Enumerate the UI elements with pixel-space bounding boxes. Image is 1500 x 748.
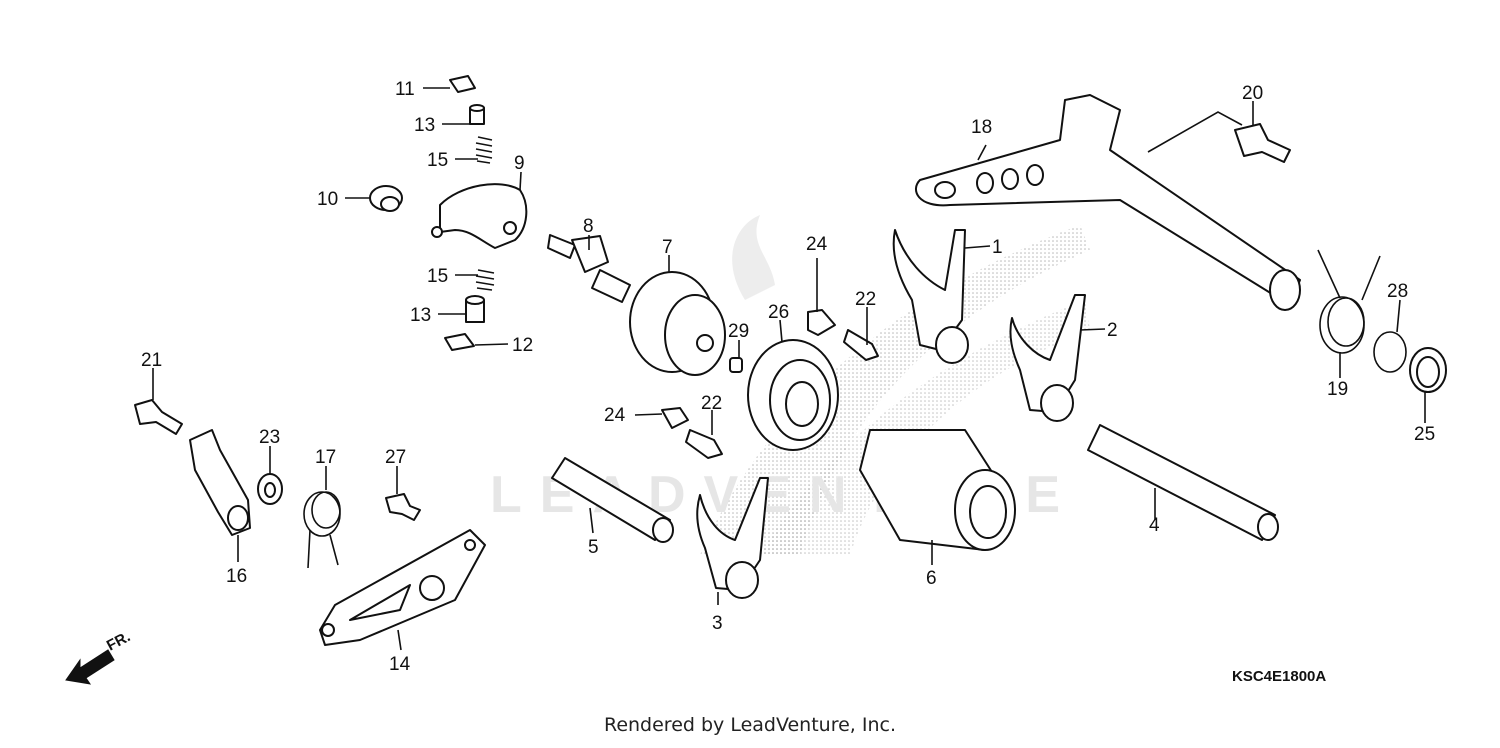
callout-22-upper: 22: [855, 289, 876, 310]
callout-20: 20: [1242, 83, 1263, 104]
part-3-shift-fork: [696, 477, 769, 599]
part-15-spring-lower: [475, 269, 495, 291]
part-25-washer: [1409, 347, 1447, 393]
callout-24-upper: 24: [806, 234, 828, 255]
diagram-code: KSC4E1800A: [1232, 668, 1326, 685]
part-23-washer: [257, 473, 283, 505]
callout-8: 8: [583, 216, 594, 237]
callout-21: 21: [141, 350, 162, 371]
part-26-bearing: [747, 339, 839, 451]
callout-19: 19: [1327, 379, 1348, 400]
part-28-collar: [1373, 331, 1407, 373]
callout-26: 26: [768, 302, 789, 323]
part-18-gearshift-spindle: [915, 94, 1301, 311]
callout-24-lower: 24: [604, 405, 626, 426]
part-24-plate-upper: [807, 309, 836, 336]
part-19-return-spring: [1317, 249, 1381, 354]
callout-labels: 1 2 3 4 5 6 7 8 9 10 11 12 13 13 14 15 1…: [141, 79, 1435, 675]
callout-13-upper: 13: [414, 115, 435, 136]
part-1-shift-fork: [892, 229, 969, 364]
callout-2: 2: [1107, 320, 1118, 341]
callout-28: 28: [1387, 281, 1408, 302]
part-4-rod: [1087, 424, 1279, 541]
part-27-bolt: [385, 493, 421, 521]
part-24-plate-lower: [661, 407, 689, 429]
part-2-shift-fork: [1009, 294, 1086, 422]
callout-25: 25: [1414, 424, 1435, 445]
arrow-left-down-icon: [65, 649, 115, 685]
part-20-bolt: [1234, 123, 1291, 163]
callout-6: 6: [926, 568, 937, 589]
part-10-bushing: [369, 185, 403, 212]
callout-9: 9: [514, 153, 525, 174]
callout-16: 16: [226, 566, 247, 587]
front-direction-arrow: FR.: [65, 628, 133, 685]
part-21-bolt: [134, 399, 183, 435]
part-13-pin-lower: [465, 295, 485, 323]
callout-13-lower: 13: [410, 305, 431, 326]
callout-22-lower: 22: [701, 393, 722, 414]
callout-18: 18: [971, 117, 992, 138]
callout-27: 27: [385, 447, 406, 468]
callout-29: 29: [728, 321, 749, 342]
part-29-pin: [729, 357, 743, 373]
part-13-pin-upper: [469, 104, 485, 125]
honda-wing-watermark-icon: [700, 225, 1090, 555]
part-9-stopper-arm: [431, 183, 528, 249]
part-8-bolt: [547, 234, 631, 303]
part-16-stopper-arm: [189, 429, 251, 536]
callout-17: 17: [315, 447, 336, 468]
part-5-rod: [551, 457, 674, 543]
part-22-bolt-upper: [843, 329, 879, 361]
part-7-drum-center: [629, 271, 726, 376]
callout-4: 4: [1149, 515, 1160, 536]
callout-15-upper: 15: [427, 150, 448, 171]
callout-1: 1: [992, 237, 1003, 258]
callout-14: 14: [389, 654, 411, 675]
part-17-spring: [303, 491, 341, 569]
callout-12: 12: [512, 335, 533, 356]
leader-lines: [152, 87, 1426, 651]
part-12-cap: [444, 333, 475, 351]
part-14-stopper-plate: [319, 529, 486, 646]
callout-3: 3: [712, 613, 723, 634]
callout-23: 23: [259, 427, 280, 448]
callout-11: 11: [395, 79, 415, 100]
callout-10: 10: [317, 189, 338, 210]
part-22-bolt-lower: [685, 429, 723, 459]
callout-5: 5: [588, 537, 599, 558]
footer-credit: Rendered by LeadVenture, Inc.: [603, 714, 897, 736]
callout-15-lower: 15: [427, 266, 448, 287]
callout-7: 7: [662, 237, 673, 258]
part-15-spring-upper: [475, 136, 493, 164]
part-11-cap: [449, 75, 476, 93]
part-6-shift-drum: [859, 429, 1016, 551]
